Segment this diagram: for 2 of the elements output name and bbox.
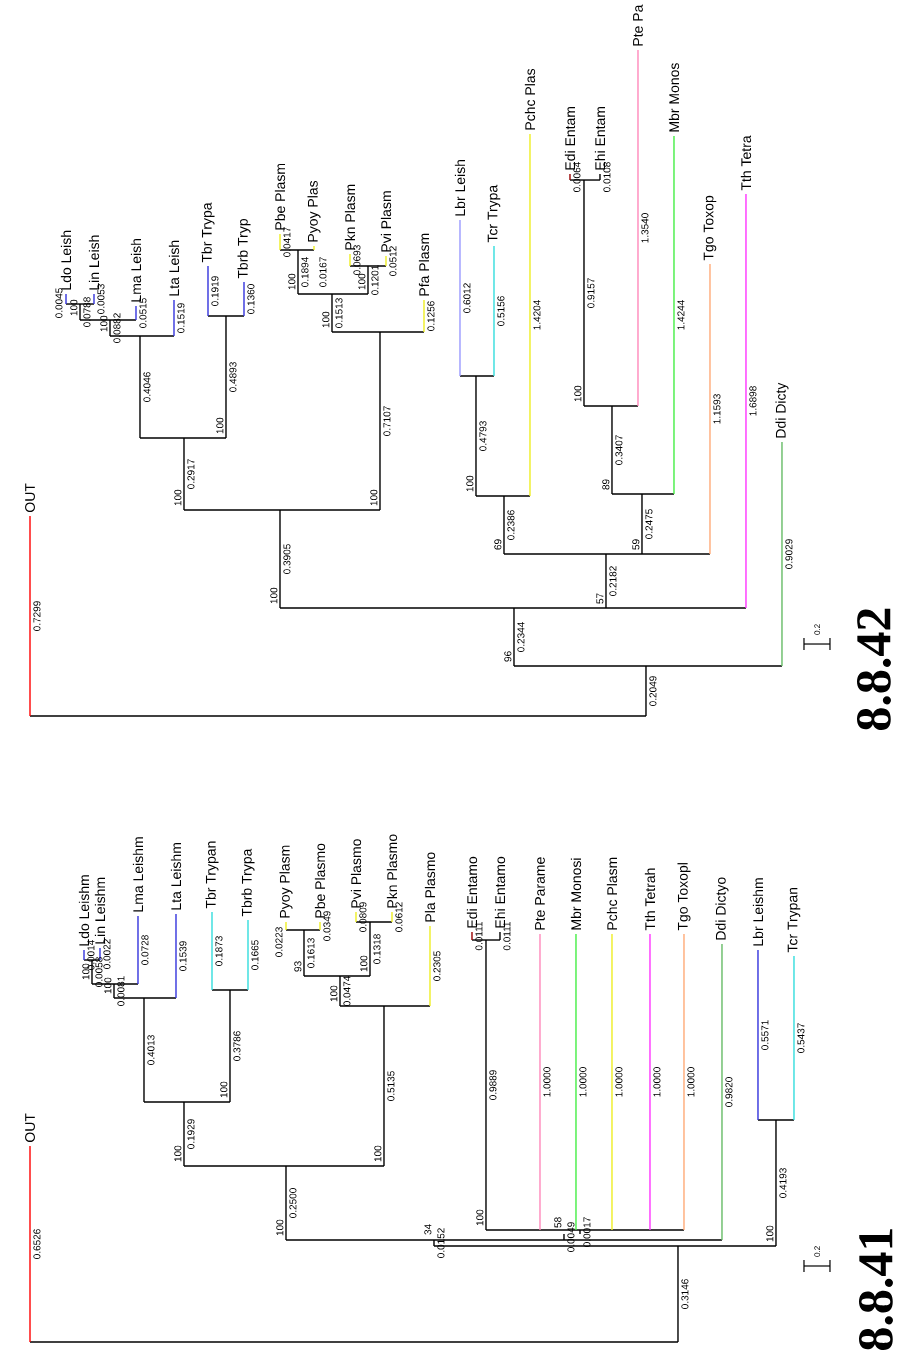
figure-number: 8.8.41	[859, 1229, 893, 1350]
figure-number: 8.8.42	[857, 608, 891, 730]
